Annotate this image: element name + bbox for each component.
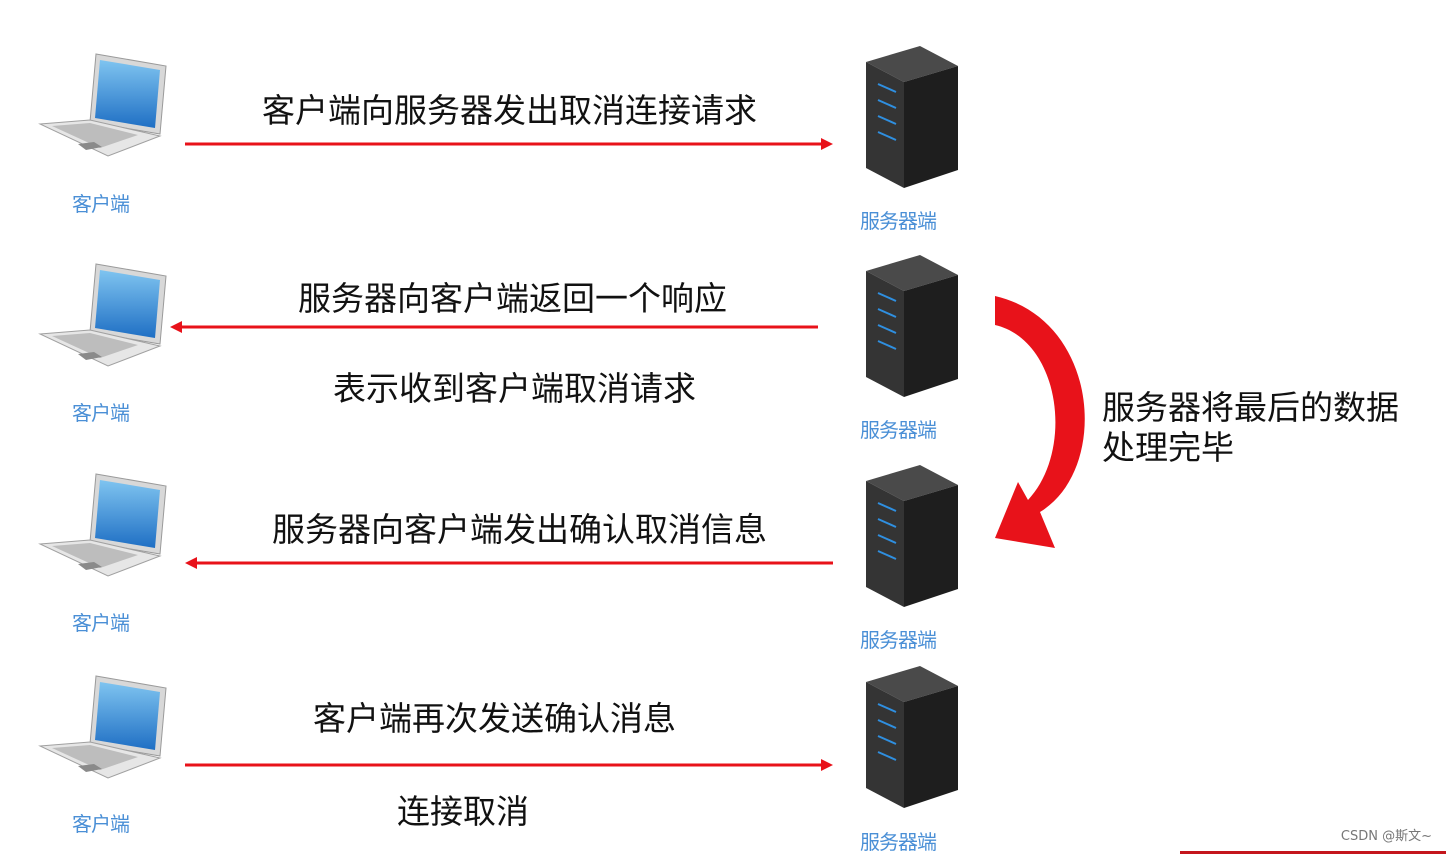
server-icon (866, 255, 958, 397)
watermark: CSDN @斯文~ (1340, 829, 1432, 844)
step-submessage: 表示收到客户端取消请求 (333, 369, 696, 408)
corner-accent-line (1180, 851, 1446, 854)
server-label: 服务器端 (860, 209, 937, 233)
laptop-icon (38, 473, 167, 577)
side-note-line1: 服务器将最后的数据 (1102, 388, 1399, 427)
confirm-cancel-arrow (185, 557, 833, 569)
server-icon (866, 465, 958, 607)
server-label: 服务器端 (860, 830, 937, 854)
server-label: 服务器端 (860, 628, 937, 652)
step-submessage: 连接取消 (397, 792, 529, 831)
laptop-icon (38, 53, 167, 157)
laptop-icon (38, 263, 167, 367)
client-label: 客户端 (72, 192, 130, 216)
step-message: 服务器向客户端发出确认取消信息 (272, 510, 767, 549)
request-arrow (185, 138, 833, 150)
step-message: 服务器向客户端返回一个响应 (298, 279, 727, 318)
server-icon (866, 666, 958, 808)
server-label: 服务器端 (860, 418, 937, 442)
final-ack-arrow (185, 759, 833, 771)
server-icon (866, 46, 958, 188)
client-label: 客户端 (72, 401, 130, 425)
step-message: 客户端向服务器发出取消连接请求 (262, 91, 757, 130)
client-label: 客户端 (72, 611, 130, 635)
laptop-icon (38, 675, 167, 779)
step-message: 客户端再次发送确认消息 (313, 699, 676, 738)
client-label: 客户端 (72, 812, 130, 836)
response-arrow (170, 321, 818, 333)
side-note-line2: 处理完毕 (1102, 428, 1234, 467)
side-note: 服务器将最后的数据 处理完毕 (1102, 388, 1399, 468)
